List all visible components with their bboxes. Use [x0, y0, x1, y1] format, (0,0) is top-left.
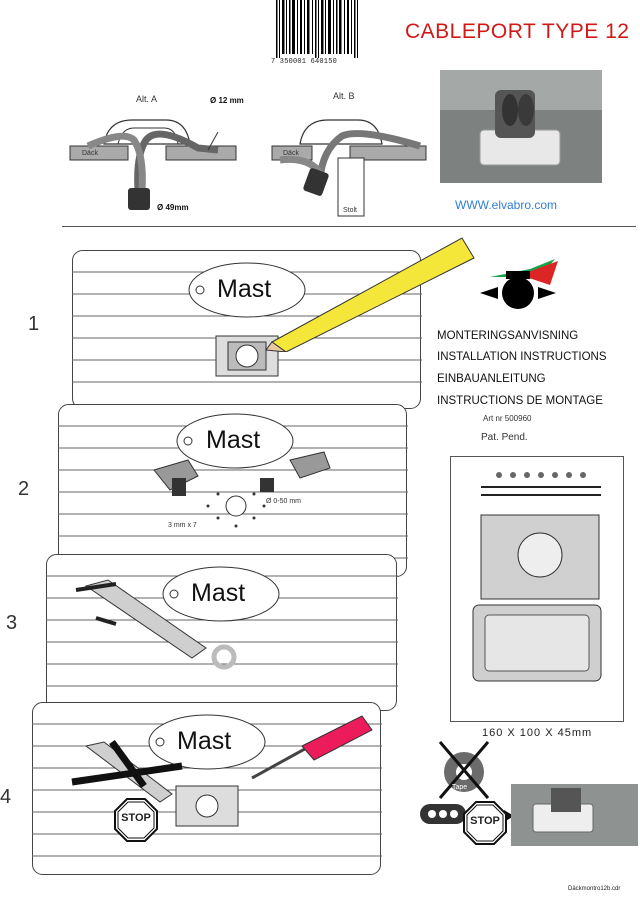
barcode	[274, 0, 362, 62]
step-4-card: Mast STOP	[32, 702, 382, 876]
installed-port-photo	[511, 784, 638, 846]
step-2-card: Mast Ø 0-50 mm 3 mm x 7	[58, 404, 408, 578]
instruction-english: INSTALLATION INSTRUCTIONS	[437, 351, 607, 363]
mast-label-3: Mast	[191, 579, 246, 607]
pencil-icon	[265, 237, 475, 352]
article-number: Art nr 500960	[483, 414, 532, 423]
kit-dimensions: 160 X 100 X 45mm	[482, 727, 593, 739]
step-number-1: 1	[28, 313, 40, 335]
hole-diameter-label: Ø 0-50 mm	[266, 498, 302, 505]
instruction-swedish: MONTERINGSANVISNING	[437, 330, 579, 342]
step-number-4: 4	[0, 786, 12, 808]
mast-label-1: Mast	[217, 275, 272, 303]
divider	[62, 226, 636, 227]
deck-label-b: Däck	[283, 150, 299, 157]
cableport-photo	[440, 70, 602, 183]
diagram-alt-a	[69, 119, 237, 210]
stop-sign-icon-2: STOP	[463, 801, 507, 845]
drill-size-label: 3 mm x 7	[168, 522, 197, 529]
cable-diameter-label: Ø 12 mm	[210, 96, 244, 105]
step-3-card: Mast	[46, 554, 398, 712]
tape-label: Tape	[452, 784, 468, 791]
stop-sign-icon: STOP	[114, 798, 158, 842]
patent-pending: Pat. Pend.	[481, 432, 528, 443]
connector-pill-icon	[420, 804, 466, 824]
mast-label-4: Mast	[177, 727, 232, 755]
stop-sign-label-2: STOP	[470, 815, 500, 827]
instruction-french: INSTRUCTIONS DE MONTAGE	[437, 395, 603, 407]
deck-label-a: Däck	[82, 150, 98, 157]
connector-diameter-label: Ø 49mm	[157, 203, 189, 212]
footer-filename: Däckmontro12b.cdr	[568, 886, 621, 892]
barcode-number: 7 350001 640150	[271, 58, 338, 66]
website-link[interactable]: WWW.elvabro.com	[455, 198, 558, 212]
diagram-alt-b	[271, 119, 427, 217]
no-tape-icon: Tape	[436, 738, 492, 802]
mast-step-label: Stolt	[343, 207, 358, 214]
instruction-german: EINBAUANLEITUNG	[437, 373, 546, 385]
alt-b-label: Alt. B	[333, 91, 355, 101]
kit-contents-photo	[450, 456, 624, 722]
stop-sign-label: STOP	[121, 812, 151, 824]
page-title: CABLEPORT TYPE 12	[405, 20, 630, 43]
alt-a-label: Alt. A	[136, 94, 158, 104]
step-number-3: 3	[6, 612, 18, 634]
elvabro-logo-icon	[480, 259, 558, 309]
step-number-2: 2	[18, 478, 30, 500]
mast-label-2: Mast	[206, 426, 261, 454]
step-1-card: Mast	[72, 250, 422, 410]
